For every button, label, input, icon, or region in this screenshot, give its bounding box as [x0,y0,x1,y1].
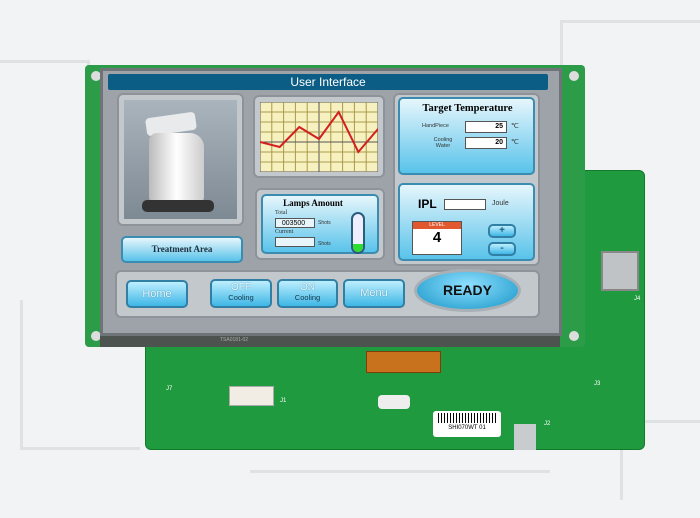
lamps-box: Lamps Amount Total 003500 Shots Current … [261,194,379,254]
sd-card-slot [601,251,639,291]
lamp-level-fill [353,244,363,252]
total-label: Total [275,210,288,216]
total-shots-unit: Shots [318,220,331,226]
device-image [124,100,237,219]
level-value: 4 [432,229,442,246]
connector-j1 [229,386,274,406]
cooling-water-label: Cooling Water [433,137,453,149]
chart-series-line [260,110,378,154]
ipl-joule-field[interactable] [444,199,486,210]
fpc-connector [378,395,410,409]
treatment-area-button[interactable]: Treatment Area [121,236,243,263]
cooling-water-unit: ℃ [511,139,519,146]
target-temperature-panel: Target Temperature HandPiece 25 ℃ Coolin… [398,97,535,175]
current-shots-unit: Shots [318,241,331,247]
on-cooling-label: Cooling [294,293,321,302]
handpiece-label: HandPiece [422,123,449,129]
circuit-trace [250,470,550,510]
chart-panel [253,95,385,178]
off-cooling-label: Cooling [228,293,254,302]
device-body [149,133,204,203]
circuit-trace [620,420,700,500]
j1-label: J1 [280,398,287,404]
panel-code: TSA0181-02 [100,335,560,347]
barcode [438,413,496,423]
ipl-label: IPL [418,197,437,211]
j3-label: J3 [594,381,601,387]
on-cooling-button[interactable]: ON Cooling [277,279,338,308]
level-minus-button[interactable]: - [488,242,516,256]
mount-hole [91,331,101,341]
j4-label: J4 [634,296,641,302]
off-label: OFF [231,282,251,293]
joule-unit: Joule [492,200,509,207]
ipl-panel: IPL Joule LEVEL 4 + - [398,183,535,261]
circuit-trace [0,60,90,180]
cooling-water-temp-field[interactable]: 20 [465,137,507,149]
level-label: LEVEL [413,222,461,229]
screen-title: User Interface [108,74,548,90]
mount-hole [569,331,579,341]
circuit-trace [20,300,140,450]
line-chart [260,102,378,172]
current-label: Current [275,229,294,235]
ribbon-cable [366,351,441,373]
lamp-level-gauge [351,212,365,254]
menu-button[interactable]: Menu [343,279,405,308]
lamps-title: Lamps Amount [283,198,343,208]
lamps-panel: Lamps Amount Total 003500 Shots Current … [255,188,385,260]
home-button[interactable]: Home [126,280,188,308]
on-label: ON [300,282,315,293]
level-display: LEVEL 4 [412,221,462,255]
total-shots-field: 003500 [275,218,315,228]
current-shots-field [275,237,315,247]
j2-label: J2 [544,421,551,427]
device-base [142,200,214,212]
mount-hole [91,71,101,81]
j7-label: J7 [166,386,173,392]
handpiece-unit: ℃ [511,123,519,130]
level-plus-button[interactable]: + [488,224,516,238]
off-cooling-button[interactable]: OFF Cooling [210,279,272,308]
mount-hole [569,71,579,81]
device-image-panel [117,93,244,226]
target-temperature-title: Target Temperature [422,103,513,114]
handpiece-temp-field[interactable]: 25 [465,121,507,133]
usb-port [514,424,536,450]
ready-button[interactable]: READY [414,269,521,312]
